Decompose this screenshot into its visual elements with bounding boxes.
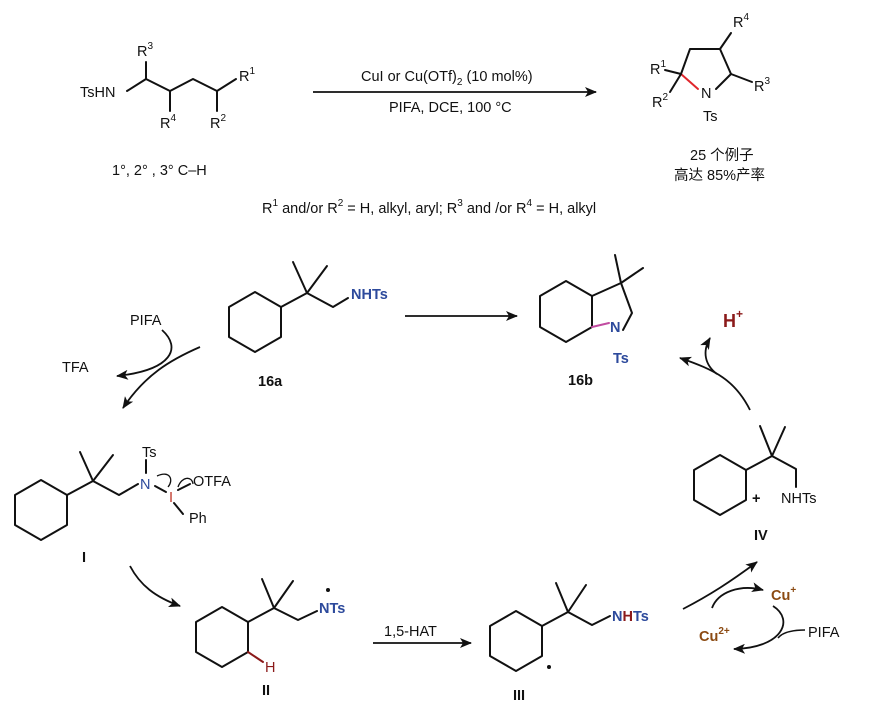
iv-plus: + — [752, 491, 760, 507]
cu-plus: Cu+ — [771, 585, 796, 604]
ii-h: H — [265, 660, 275, 676]
hat-label: 1,5-HAT — [384, 624, 437, 640]
reactant-structure: TsHN R3 R4 R1 R2 — [80, 41, 255, 132]
pifa-reagent: PIFA — [130, 313, 162, 329]
16b-n: N — [610, 320, 620, 336]
substituent-definition: R1 and/or R2 = H, alkyl, aryl; R3 and /o… — [262, 198, 596, 217]
i-ph: Ph — [189, 511, 207, 527]
pifa-cu-arrow — [777, 629, 806, 639]
i-iodine: I — [169, 490, 173, 506]
reactant-r2: R2 — [210, 113, 226, 132]
product-r1: R1 — [650, 59, 666, 78]
cyclization-arrow — [679, 356, 751, 411]
reactant-r1: R1 — [239, 66, 255, 85]
intermediate-iii: NHTs — [489, 582, 649, 672]
iii-nhts: NHTs — [612, 609, 649, 625]
proton-release-arrow — [700, 337, 718, 375]
label-i: I — [82, 550, 86, 566]
i-ts: Ts — [142, 445, 157, 461]
product-structure: N Ts R4 R1 R2 R3 — [650, 12, 770, 125]
examples-count: 25 个例子 — [690, 147, 754, 164]
i-otfa: OTFA — [193, 474, 231, 490]
intermediate-i: Ts N I OTFA Ph — [14, 445, 231, 541]
cu-regeneration-arrow — [733, 605, 785, 654]
product-r3: R3 — [754, 76, 770, 95]
label-16a: 16a — [258, 374, 283, 390]
i-n: N — [140, 477, 150, 493]
product-ts: Ts — [703, 109, 718, 125]
16a-nhts: NHTs — [351, 287, 388, 303]
product-n: N — [701, 86, 711, 102]
label-iii: III — [513, 688, 525, 704]
label-iv: IV — [754, 528, 768, 544]
catalyst-conditions: CuI or Cu(OTf)2 (10 mol%) — [361, 69, 533, 88]
product-r4: R4 — [733, 12, 749, 31]
proton: H+ — [723, 307, 743, 331]
activation-arrow — [122, 346, 201, 409]
tfa-byproduct: TFA — [62, 360, 89, 376]
cu-2plus: Cu2+ — [699, 626, 730, 645]
oxidant-solvent-conditions: PIFA, DCE, 100 °C — [389, 100, 512, 116]
cu-oxidation-arrow — [711, 582, 764, 609]
iii-to-iv-arrow — [682, 561, 758, 610]
ii-nts: NTs — [319, 601, 345, 617]
compound-16b: N Ts — [539, 254, 644, 367]
pifa-to-tfa-arrow — [116, 329, 173, 380]
iv-nhts: NHTs — [781, 491, 816, 507]
intermediate-ii: NTs H — [195, 578, 345, 676]
intermediate-iv: + NHTs — [693, 425, 816, 516]
compound-16a: NHTs — [228, 261, 388, 353]
tsnh-label: TsHN — [80, 85, 115, 101]
16b-ts: Ts — [613, 351, 629, 367]
i-to-ii-arrow — [129, 565, 181, 607]
pifa-oxidant: PIFA — [808, 625, 840, 641]
max-yield: 高达 85%产率 — [674, 167, 765, 184]
reactant-r4: R4 — [160, 113, 176, 132]
reactant-r3: R3 — [137, 41, 153, 60]
label-ii: II — [262, 683, 270, 699]
ch-scope-label: 1°, 2° , 3° C–H — [112, 163, 207, 179]
product-r2: R2 — [652, 92, 668, 111]
label-16b: 16b — [568, 373, 593, 389]
